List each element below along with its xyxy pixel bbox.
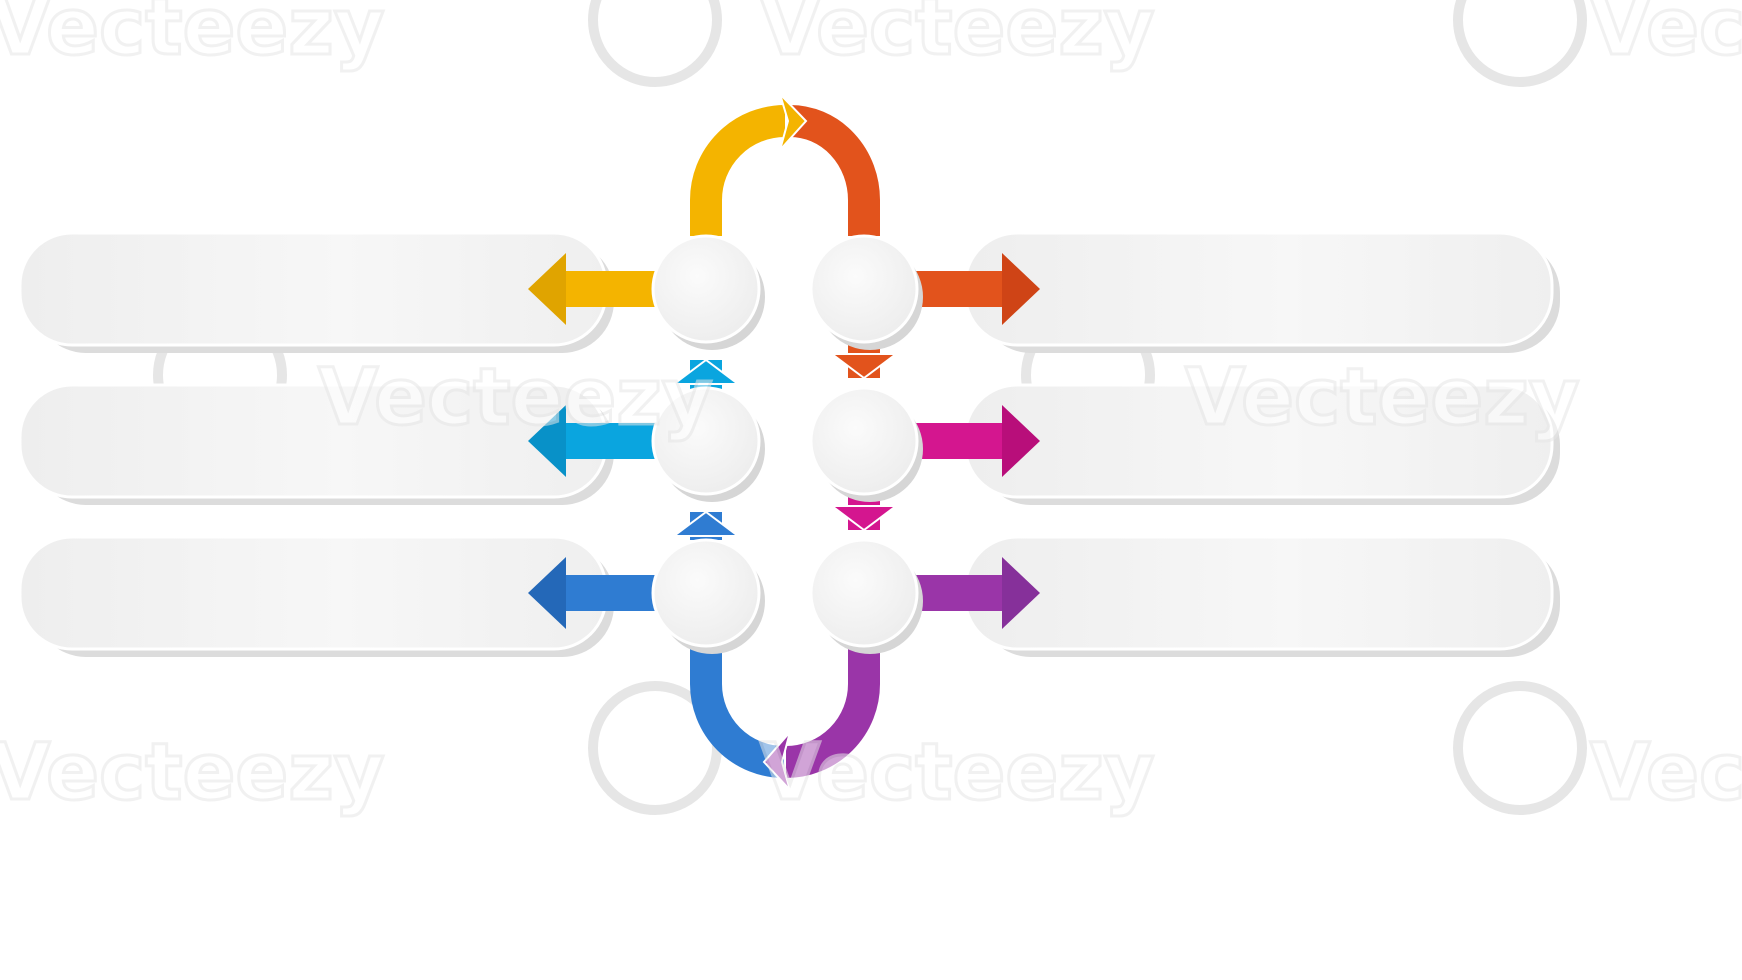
watermark-text: Vecteezy [318,353,713,443]
step-circle-step-3 [809,386,919,496]
connector-6-1-chevron-icon [671,358,741,385]
watermark-text: Vecteezy [1590,0,1742,73]
watermark-text: Vecteezy [760,0,1155,73]
arrow-right-icon [1002,253,1040,325]
text-box-step-5 [18,535,608,651]
text-box-step-1 [18,231,608,347]
arrow-shaft-step-5 [566,575,656,611]
step-circle-step-1 [651,234,761,344]
watermark-logo-icon [588,0,722,87]
text-box-step-4 [963,535,1554,651]
top-loop-arrowhead-icon [779,93,808,151]
watermark-text: Vecteezy [1185,353,1580,443]
arrow-shaft-step-4 [914,575,1002,611]
watermark-text: Vecteezy [1590,728,1742,818]
arrow-shaft-step-6 [566,423,656,459]
top-loop-right-segment [789,105,880,236]
step-circle-step-6 [651,386,761,496]
arrow-shaft-step-3 [914,423,1002,459]
arrow-left-icon [528,405,566,477]
step-circle-step-2 [809,234,919,344]
arrow-right-icon [1002,405,1040,477]
arrow-shaft-step-1 [566,271,656,307]
connector-2-3-chevron-icon [829,353,899,380]
watermark-text: Vecteezy [0,728,385,818]
arrow-left-icon [528,557,566,629]
bottom-loop-right-segment [785,646,880,778]
text-box-step-2 [963,231,1554,347]
bottom-loop-arrowhead-icon [762,731,791,791]
arrow-right-icon [1002,557,1040,629]
connector-5-6-chevron-icon [671,510,741,537]
watermark-logo-icon [1453,681,1587,815]
arrow-shaft-step-2 [914,271,1002,307]
arrow-left-icon [528,253,566,325]
watermark-logo-icon [1453,0,1587,87]
step-circle-step-5 [651,538,761,648]
top-loop-left-segment [690,105,786,236]
step-circle-step-4 [809,538,919,648]
watermark-text: Vecteezy [760,728,1155,818]
connector-3-4-chevron-icon [829,505,899,532]
watermark-text: Vecteezy [0,0,385,73]
